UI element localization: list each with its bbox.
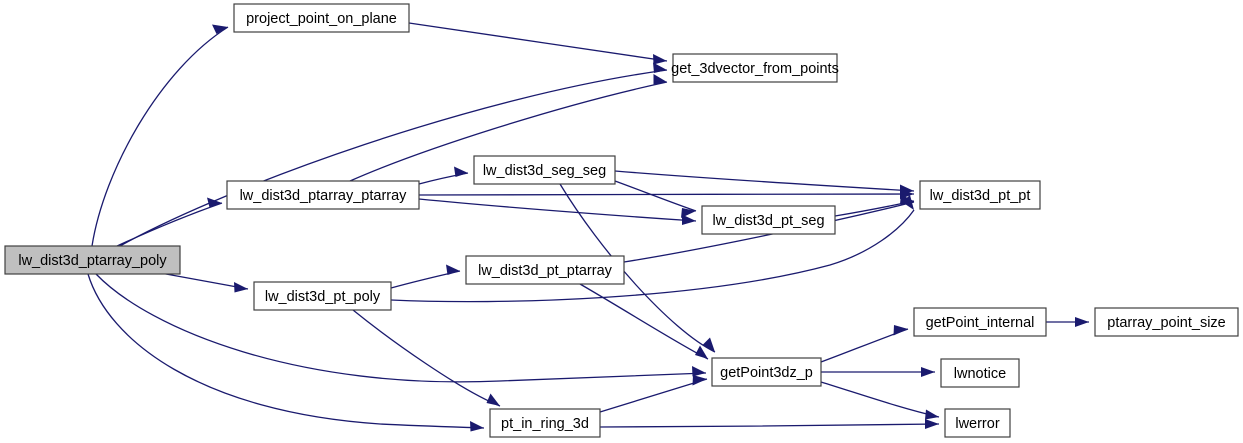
call-edge — [820, 381, 940, 418]
node-box[interactable] — [701, 205, 836, 235]
node-label: lwnotice — [954, 366, 1006, 382]
arrowhead-icon — [921, 367, 935, 377]
call-edge — [418, 193, 915, 196]
node-box[interactable] — [473, 155, 616, 185]
node-label: lw_dist3d_pt_pt — [930, 188, 1031, 204]
arrowhead-icon — [486, 393, 500, 406]
graph-node-lw-dist3d-ptarray-ptarray[interactable]: lw_dist3d_ptarray_ptarray — [226, 180, 420, 210]
call-edge — [390, 209, 915, 303]
arrowhead-icon — [446, 264, 460, 275]
arrowhead-icon — [212, 24, 228, 34]
node-box[interactable] — [711, 357, 822, 387]
node-label: lw_dist3d_pt_poly — [265, 289, 381, 305]
graph-node-lw-dist3d-pt-poly[interactable]: lw_dist3d_pt_poly — [253, 281, 392, 311]
node-box[interactable] — [226, 180, 420, 210]
node-label: lw_dist3d_pt_seg — [712, 213, 824, 229]
node-box[interactable] — [1094, 307, 1239, 337]
call-edge — [119, 69, 668, 247]
arrowhead-icon — [207, 197, 222, 208]
call-edge — [349, 81, 668, 182]
arrowhead-icon — [925, 409, 939, 420]
node-box[interactable] — [913, 307, 1047, 337]
node-label: project_point_on_plane — [246, 11, 397, 27]
node-box[interactable] — [944, 408, 1011, 438]
node-label: getPoint_internal — [926, 315, 1035, 331]
edges-layer — [87, 22, 1089, 432]
call-edge — [559, 183, 716, 353]
node-label: lw_dist3d_pt_ptarray — [478, 263, 613, 279]
call-edge — [408, 22, 668, 62]
arrowhead-icon — [681, 208, 696, 218]
node-label: lwerror — [955, 416, 999, 432]
graph-node-getPoint3dz-p[interactable]: getPoint3dz_p — [711, 357, 822, 387]
node-box[interactable] — [465, 255, 625, 285]
call-edge — [91, 26, 229, 247]
arrowhead-icon — [893, 325, 908, 336]
arrowhead-icon — [1075, 317, 1089, 327]
graph-node-project-point-on-plane[interactable]: project_point_on_plane — [233, 3, 410, 33]
graph-node-lw-dist3d-pt-seg[interactable]: lw_dist3d_pt_seg — [701, 205, 836, 235]
graph-node-lw-dist3d-ptarray-poly[interactable]: lw_dist3d_ptarray_poly — [4, 245, 181, 275]
call-edge — [87, 273, 485, 429]
graph-node-getPoint-internal[interactable]: getPoint_internal — [913, 307, 1047, 337]
arrowhead-icon — [682, 214, 696, 225]
nodes-layer: lw_dist3d_ptarray_poly project_point_on_p… — [4, 3, 1239, 438]
call-edge — [579, 283, 709, 360]
node-label: pt_in_ring_3d — [501, 416, 589, 432]
node-label: lw_dist3d_ptarray_poly — [18, 253, 167, 269]
call-edge — [599, 378, 708, 413]
call-edge — [352, 309, 501, 407]
arrowhead-icon — [653, 54, 667, 65]
call-edge — [418, 198, 697, 222]
node-label: lw_dist3d_seg_seg — [483, 163, 606, 179]
graph-node-lw-dist3d-pt-pt[interactable]: lw_dist3d_pt_pt — [919, 180, 1041, 210]
arrowhead-icon — [900, 184, 914, 195]
node-label: get_3dvector_from_points — [671, 61, 839, 77]
arrowhead-icon — [692, 366, 706, 377]
graph-node-lw-dist3d-pt-ptarray[interactable]: lw_dist3d_pt_ptarray — [465, 255, 625, 285]
node-box[interactable] — [4, 245, 181, 275]
arrowhead-icon — [653, 74, 667, 85]
graph-node-get-3dvector-from-points[interactable]: get_3dvector_from_points — [671, 53, 839, 83]
arrowhead-icon — [470, 421, 484, 432]
node-box[interactable] — [253, 281, 392, 311]
arrowhead-icon — [692, 375, 707, 386]
node-label: ptarray_point_size — [1107, 315, 1226, 331]
call-edge — [623, 201, 915, 263]
graph-node-ptarray-point-size[interactable]: ptarray_point_size — [1094, 307, 1239, 337]
call-edge — [614, 170, 915, 192]
node-box[interactable] — [489, 408, 601, 438]
call-edge — [95, 273, 707, 383]
node-box[interactable] — [919, 180, 1041, 210]
node-box[interactable] — [940, 358, 1020, 388]
call-edge — [599, 423, 940, 428]
arrowhead-icon — [454, 166, 468, 177]
node-label: lw_dist3d_ptarray_ptarray — [240, 188, 408, 204]
node-box[interactable] — [672, 53, 838, 83]
graph-node-pt-in-ring-3d[interactable]: pt_in_ring_3d — [489, 408, 601, 438]
call-edge — [114, 202, 223, 248]
arrowhead-icon — [925, 419, 939, 429]
call-edge — [614, 180, 697, 212]
arrowhead-icon — [695, 345, 708, 359]
graph-node-lwerror[interactable]: lwerror — [944, 408, 1011, 438]
arrowhead-icon — [900, 194, 914, 204]
node-label: getPoint3dz_p — [720, 365, 813, 381]
node-box[interactable] — [233, 3, 410, 33]
graph-node-lw-dist3d-seg-seg[interactable]: lw_dist3d_seg_seg — [473, 155, 616, 185]
arrowhead-icon — [234, 282, 248, 293]
arrowhead-icon — [653, 62, 667, 73]
graph-node-lwnotice[interactable]: lwnotice — [940, 358, 1020, 388]
arrowhead-icon — [702, 337, 715, 352]
